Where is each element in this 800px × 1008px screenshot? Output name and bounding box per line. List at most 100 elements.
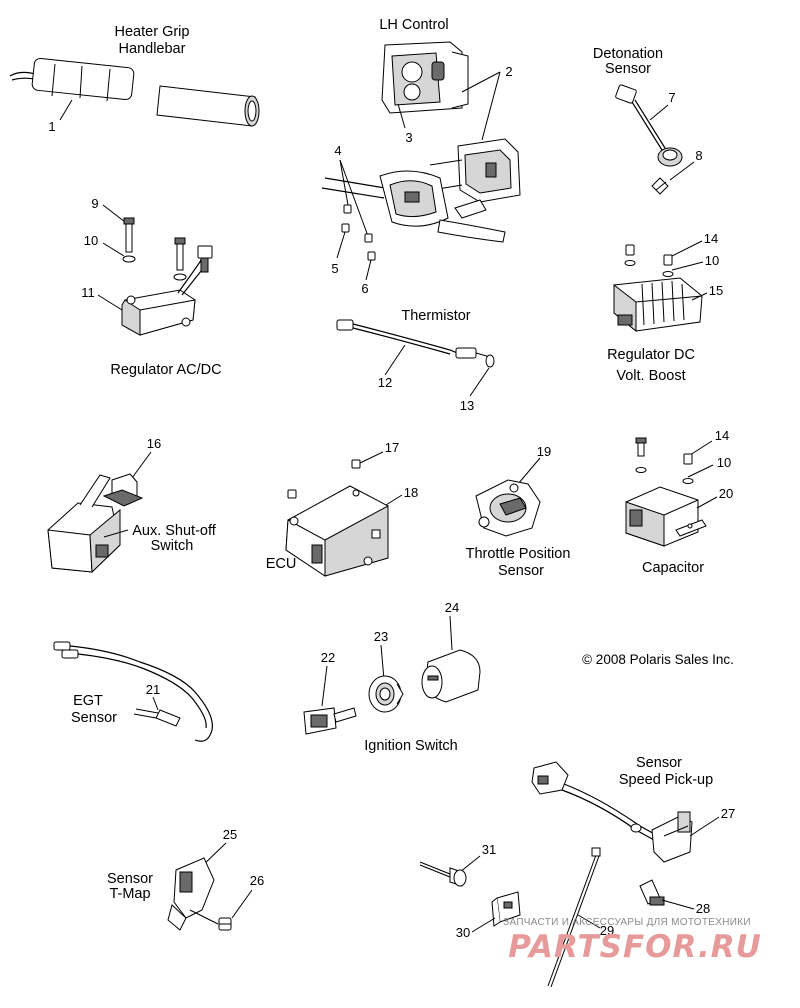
detonation-sensor-part — [615, 84, 683, 195]
aux-shutoff-housing-part — [47, 474, 121, 574]
callout-4: 4 — [334, 143, 341, 158]
tmap-group: 25 26 Sensor T-Map — [107, 827, 264, 931]
label-aux-shutoff-line1: Aux. Shut-off — [132, 523, 217, 539]
callout-1: 1 — [48, 119, 55, 134]
part-28-clip — [639, 879, 665, 906]
label-regulator-dc-line1: Regulator DC — [607, 347, 695, 363]
label-heater-grip-line2: Handlebar — [119, 41, 186, 57]
ignition-key-part — [303, 707, 357, 735]
callout-2: 2 — [505, 64, 512, 79]
label-tps-line2: Sensor — [498, 563, 544, 579]
callout-10b: 10 — [705, 253, 719, 268]
tps-group: 19 Throttle Position Sensor — [466, 444, 571, 579]
part-31 — [419, 861, 467, 887]
part-29-tie — [547, 847, 601, 988]
capacitor-part — [625, 486, 707, 547]
callout-17: 17 — [385, 440, 399, 455]
callout-14a: 14 — [704, 231, 718, 246]
regulator-acdc-part — [121, 245, 213, 336]
label-heater-grip-line1: Heater Grip — [115, 24, 190, 40]
ignition-nut-part — [368, 675, 404, 713]
callout-11: 11 — [81, 285, 95, 300]
callout-26: 26 — [250, 873, 264, 888]
capacitor-group: 14 10 20 Capacitor — [625, 428, 733, 576]
callout-15: 15 — [709, 283, 723, 298]
label-speed-pickup-line1: Sensor — [636, 755, 682, 771]
callout-23: 23 — [374, 629, 388, 644]
egt-sensor-part — [53, 641, 213, 742]
callout-12: 12 — [378, 375, 392, 390]
callout-22: 22 — [321, 650, 335, 665]
label-tmap-line1: Sensor — [107, 871, 153, 887]
label-thermistor: Thermistor — [401, 308, 470, 324]
label-aux-shutoff-line2: Switch — [151, 538, 194, 554]
callout-6: 6 — [361, 281, 368, 296]
copyright-text: © 2008 Polaris Sales Inc. — [582, 652, 734, 667]
callout-18: 18 — [404, 485, 418, 500]
egt-sensor-group: 21 EGT Sensor — [53, 641, 213, 742]
callout-30: 30 — [456, 925, 470, 940]
label-capacitor: Capacitor — [642, 560, 704, 576]
part-30-bracket — [491, 891, 521, 927]
callout-14b: 14 — [715, 428, 729, 443]
regulator-dc-bolts — [624, 244, 674, 277]
label-egt-line2: Sensor — [71, 710, 117, 726]
label-speed-pickup-line2: Speed Pick-up — [619, 772, 713, 788]
regulator-dc-group: 14 10 15 Regulator DC Volt. Boost — [607, 231, 723, 384]
watermark-logo: PARTSFOR.RU — [508, 929, 762, 965]
callout-31: 31 — [482, 842, 496, 857]
callout-20: 20 — [719, 486, 733, 501]
watermark: ЗАПЧАСТИ И АКСЕССУАРЫ ДЛЯ МОТОТЕХНИКИ PA… — [503, 917, 762, 965]
callout-5: 5 — [331, 261, 338, 276]
lh-control-housing-part — [429, 138, 521, 203]
heater-grip-part — [9, 57, 260, 127]
callout-27: 27 — [721, 806, 735, 821]
label-regulator-dc-line2: Volt. Boost — [616, 368, 685, 384]
ignition-switch-body-part — [421, 649, 481, 703]
heater-grip-group: Heater Grip Handlebar 1 — [9, 24, 260, 134]
callout-7: 7 — [668, 90, 675, 105]
aux-shutoff-knob-part — [102, 473, 144, 507]
lh-control-group: LH Control 2 3 — [321, 17, 521, 296]
label-detonation-line1: Detonation — [593, 46, 663, 62]
callout-10c: 10 — [717, 455, 731, 470]
callout-9: 9 — [91, 196, 98, 211]
callout-29: 29 — [600, 923, 614, 938]
speed-pickup-part — [531, 761, 693, 863]
regulator-acdc-group: 9 10 11 Regulator AC/DC — [81, 196, 221, 378]
thermistor-part — [336, 319, 495, 368]
bottom-parts-group: 31 30 29 28 — [419, 842, 710, 988]
callout-24: 24 — [445, 600, 459, 615]
label-egt-line1: EGT — [73, 693, 103, 709]
callout-10a: 10 — [84, 233, 98, 248]
regulator-dc-part — [613, 277, 703, 333]
callout-8: 8 — [695, 148, 702, 163]
tmap-sensor-part — [167, 857, 219, 931]
speed-pickup-group: Sensor Speed Pick-up 27 — [531, 755, 735, 863]
callout-19: 19 — [537, 444, 551, 459]
label-detonation-line2: Sensor — [605, 61, 651, 77]
callout-16: 16 — [147, 436, 161, 451]
label-lh-control: LH Control — [379, 17, 448, 33]
label-tps-line1: Throttle Position — [466, 546, 571, 562]
tmap-screw-part — [218, 917, 232, 931]
label-tmap-line2: T-Map — [109, 886, 150, 902]
handlebar-lever-part — [321, 170, 506, 243]
callout-21: 21 — [146, 682, 160, 697]
ignition-switch-group: 22 23 24 Ignition Switch — [303, 600, 481, 754]
tps-part — [475, 479, 541, 537]
thermistor-group: Thermistor 12 13 — [336, 308, 495, 413]
callout-13: 13 — [460, 398, 474, 413]
detonation-sensor-group: Detonation Sensor 7 8 — [593, 46, 703, 195]
label-regulator-acdc: Regulator AC/DC — [110, 362, 221, 378]
watermark-text: ЗАПЧАСТИ И АКСЕССУАРЫ ДЛЯ МОТОТЕХНИКИ — [503, 917, 751, 928]
ecu-group: 17 18 ECU — [266, 440, 418, 577]
lh-control-switch-part — [381, 41, 469, 114]
ecu-part — [285, 459, 389, 577]
capacitor-bolts — [635, 437, 694, 484]
callout-25: 25 — [223, 827, 237, 842]
callout-3: 3 — [405, 130, 412, 145]
regulator-acdc-bolts — [122, 217, 187, 281]
label-ecu: ECU — [266, 556, 297, 572]
